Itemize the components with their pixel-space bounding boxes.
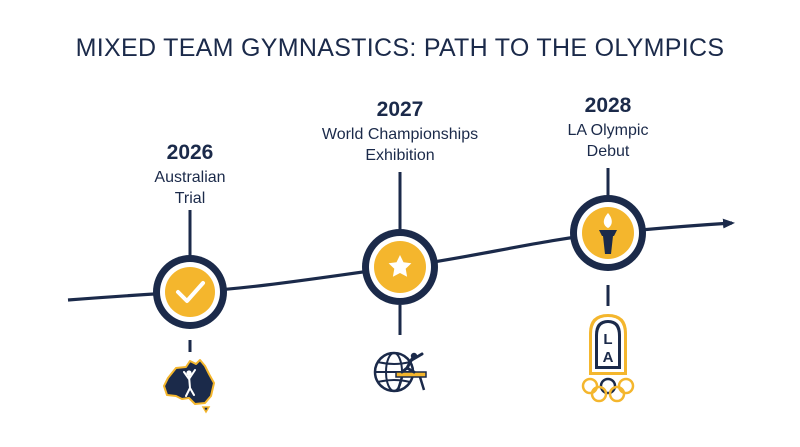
australia-gymnast-icon <box>163 359 215 414</box>
milestone-year: 2028 <box>584 94 632 117</box>
milestone-label-line-2: Exhibition <box>365 147 435 164</box>
milestone-2028-text: 2028 LA Olympic Debut <box>498 94 718 162</box>
milestone-2026-text: 2026 Australian Trial <box>80 141 300 209</box>
olympic-torch-icon <box>599 213 617 254</box>
milestone-year: 2027 <box>376 98 424 121</box>
milestone-label-line-1: LA Olympic <box>567 122 649 139</box>
star-icon <box>388 255 412 277</box>
milestone-2026-node <box>153 255 227 329</box>
milestone-2027-text: 2027 World Championships Exhibition <box>290 98 510 166</box>
milestone-label-line-2: Trial <box>174 190 206 207</box>
page-title: MIXED TEAM GYMNASTICS: PATH TO THE OLYMP… <box>75 34 725 62</box>
globe-gymnast-icon <box>373 351 427 393</box>
milestone-label-line-1: World Championships <box>321 126 479 143</box>
milestone-2027-node <box>362 229 438 305</box>
la-logo-letter-a: A <box>603 349 614 366</box>
la28-olympic-rings-icon: L A <box>581 314 635 403</box>
milestone-year: 2026 <box>166 141 214 164</box>
milestone-label-line-1: Australian <box>154 169 226 186</box>
milestone-2028-node <box>570 195 646 271</box>
la-logo-letter-l: L <box>603 331 612 348</box>
olympic-rings <box>581 377 635 403</box>
checkmark-icon <box>176 281 205 303</box>
milestone-label-line-2: Debut <box>586 143 630 160</box>
